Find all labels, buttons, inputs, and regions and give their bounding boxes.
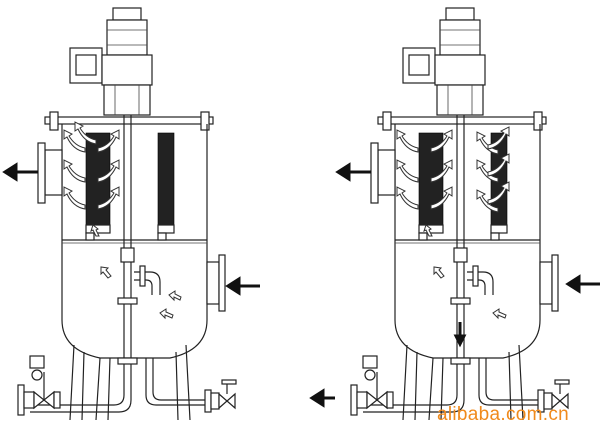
filter-backwash-mode (309, 7, 600, 421)
filter-filtering-mode (2, 7, 260, 421)
watermark-text: alibaba.com.cn (437, 404, 569, 425)
